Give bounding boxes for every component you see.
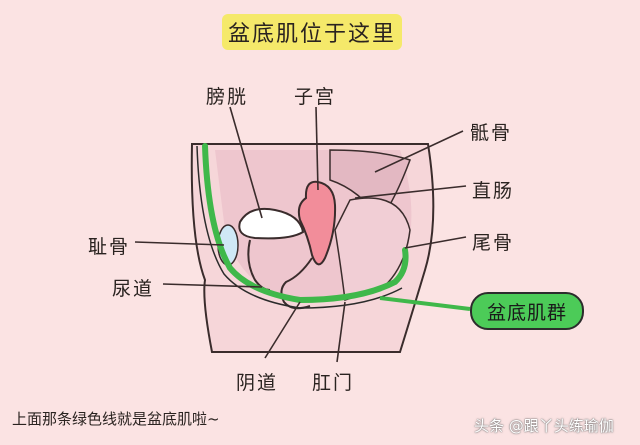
source-watermark: 头条 @跟丫头练瑜伽: [474, 417, 614, 435]
leader-urethra: [162, 283, 263, 288]
pelvic-floor-outline: [196, 145, 403, 309]
pelvic-floor-tag: 盆底肌群: [470, 292, 584, 330]
leader-anus: [336, 301, 346, 363]
diagram-title: 盆底肌位于这里: [222, 14, 402, 50]
label-urethra: 尿道: [112, 278, 155, 300]
leader-uterus: [315, 106, 319, 191]
leader-vagina: [264, 301, 301, 359]
leader-rectum: [354, 185, 467, 199]
label-sacrum: 骶骨: [470, 122, 513, 144]
label-vagina: 阴道: [236, 372, 279, 394]
leader-bladder: [229, 106, 263, 219]
bladder-shape: [238, 207, 305, 240]
leader-pubis: [134, 241, 225, 246]
label-coccyx: 尾骨: [472, 232, 515, 254]
leader-sacrum: [374, 130, 464, 173]
label-bladder: 膀胱: [206, 86, 249, 108]
label-uterus: 子宫: [294, 86, 337, 108]
caption-text: 上面那条绿色线就是盆底肌啦~: [12, 410, 220, 428]
label-anus: 肛门: [312, 372, 355, 394]
label-rectum: 直肠: [472, 180, 515, 202]
leader-coccyx: [404, 236, 467, 249]
label-pubis: 耻骨: [88, 236, 131, 258]
vagina-path: [280, 257, 313, 310]
tag-connector: [379, 296, 471, 311]
pelvic-floor-line: [202, 143, 409, 304]
